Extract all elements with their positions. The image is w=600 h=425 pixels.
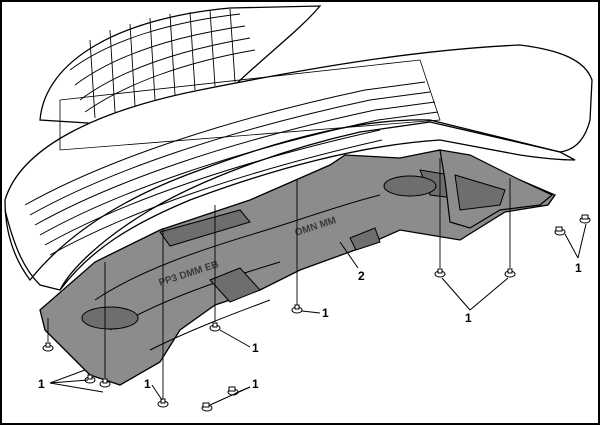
callout-shield: 2 bbox=[358, 269, 365, 283]
push-pin-icon bbox=[291, 304, 303, 314]
callout-fastener: 1 bbox=[252, 377, 259, 391]
push-pin-icon bbox=[209, 322, 221, 332]
callout-fastener: 1 bbox=[144, 377, 151, 391]
screw-icon bbox=[227, 386, 239, 396]
callouts: 1 1 1 1 1 1 1 2 bbox=[38, 261, 582, 391]
leader-lines bbox=[49, 223, 587, 406]
callout-fastener: 1 bbox=[38, 377, 45, 391]
push-pin-icon bbox=[99, 378, 111, 388]
callout-fastener: 1 bbox=[252, 341, 259, 355]
underbody-shield-panel: PP3 DMM EB OMN MM bbox=[39, 149, 556, 386]
screw-icon bbox=[579, 214, 591, 224]
push-pin-icon bbox=[42, 342, 54, 352]
upper-grille bbox=[69, 8, 256, 119]
callout-fastener: 1 bbox=[575, 261, 582, 275]
screw-icon bbox=[201, 402, 213, 412]
push-pin-icon bbox=[84, 374, 96, 384]
push-pin-icon bbox=[504, 268, 516, 278]
push-pin-icon bbox=[157, 398, 169, 408]
push-pin-icon bbox=[434, 268, 446, 278]
callout-fastener: 1 bbox=[322, 306, 329, 320]
fastener-guide-lines bbox=[47, 158, 511, 400]
screw-icon bbox=[554, 226, 566, 236]
callout-fastener: 1 bbox=[465, 311, 472, 325]
bumper-fascia bbox=[4, 5, 593, 291]
lower-grille bbox=[24, 59, 441, 256]
